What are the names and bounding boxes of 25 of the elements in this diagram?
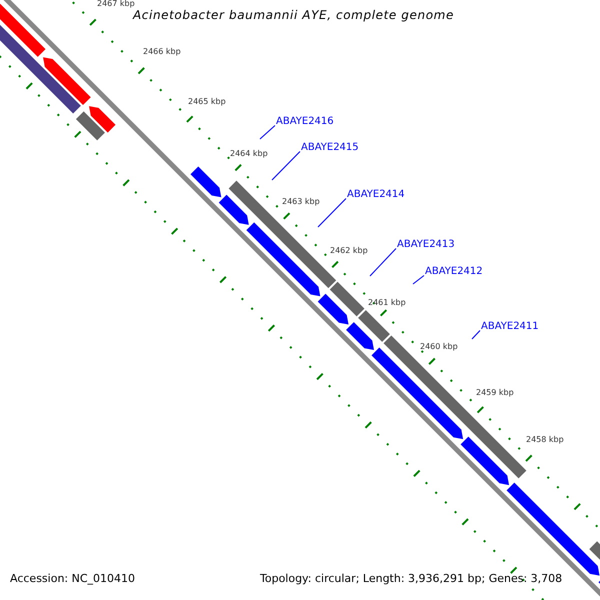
leader-line — [370, 248, 396, 276]
tick-label: 2460 kbp — [420, 342, 458, 352]
tick-label: 2461 kbp — [368, 298, 406, 308]
tick-label: 2466 kbp — [143, 47, 181, 56]
gene-label: ABAYE2415 — [301, 142, 359, 154]
tick-label: 2462 kbp — [330, 246, 368, 256]
info-text: Topology: circular; Length: 3,936,291 bp; Genes: 3,708 — [260, 573, 562, 586]
leader-line — [272, 151, 300, 180]
tick-label: 2458 kbp — [526, 435, 564, 444]
tick-label: 2459 kbp — [476, 388, 514, 398]
leader-line — [412, 275, 424, 284]
gene-label: ABAYE2412 — [425, 266, 483, 278]
gene-label: ABAYE2414 — [347, 189, 405, 200]
leader-line — [260, 125, 276, 140]
gene-label: ABAYE2411 — [481, 321, 539, 332]
gene-label: ABAYE2416 — [276, 116, 334, 128]
leader-line — [318, 198, 346, 228]
gene-label: ABAYE2413 — [397, 239, 455, 250]
leader-line — [472, 330, 480, 340]
tick-label: 2463 kbp — [282, 197, 320, 206]
tick-label: 2465 kbp — [188, 97, 226, 106]
tick-label: 2467 kbp — [97, 0, 135, 8]
tick-label: 2464 kbp — [230, 149, 268, 158]
map-title: Acinetobacter baumannii AYE, complete genome — [133, 9, 454, 23]
info-text: Accession: NC_010410 — [10, 573, 136, 586]
